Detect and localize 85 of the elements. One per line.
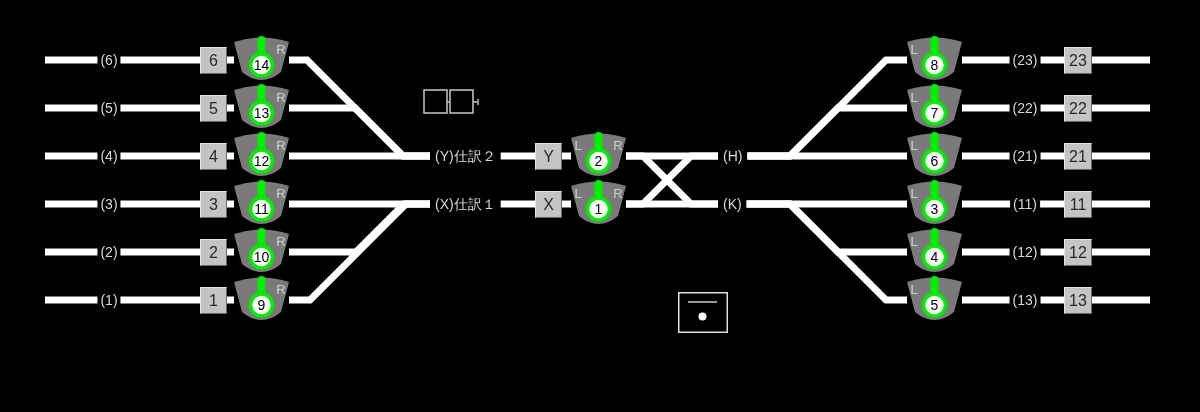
edge-label: (5) <box>97 100 121 116</box>
lever-position-letter: R <box>613 186 623 200</box>
edge-label: (3) <box>97 196 121 212</box>
lever-position-letter: R <box>276 42 286 56</box>
lever-position-letter: L <box>574 138 582 152</box>
lever-number: 5 <box>930 298 939 312</box>
track-line <box>562 200 571 208</box>
edge-label: (2) <box>97 244 121 260</box>
lever-position-letter: R <box>276 90 286 104</box>
track-label: (K) <box>718 195 747 213</box>
lever-number: 7 <box>930 106 939 120</box>
lever-switch <box>234 276 289 321</box>
track-line <box>746 200 907 304</box>
route-button: X <box>535 191 562 218</box>
lever-position-letter: L <box>910 282 918 296</box>
lever-number: 2 <box>594 154 603 168</box>
lever-position-letter: L <box>910 42 918 56</box>
route-button: 23 <box>1064 47 1092 74</box>
track-line <box>227 104 234 112</box>
route-button: 5 <box>200 95 227 122</box>
route-button: 4 <box>200 143 227 170</box>
route-button: 3 <box>200 191 227 218</box>
lever-position-letter: L <box>910 186 918 200</box>
route-button: 12 <box>1064 239 1092 266</box>
lever-number: 3 <box>930 202 939 216</box>
route-button: 21 <box>1064 143 1092 170</box>
lever-number: 1 <box>594 202 603 216</box>
lever-number: 10 <box>253 250 270 264</box>
edge-label: (1) <box>97 292 121 308</box>
track-label: (Y)仕訳２ <box>430 147 501 165</box>
track-label: (H) <box>718 147 748 165</box>
lever-position-letter: R <box>276 282 286 296</box>
route-button: 13 <box>1064 287 1092 314</box>
lever-position-letter: L <box>910 138 918 152</box>
route-button: Y <box>535 143 562 170</box>
lever-position-letter: R <box>276 186 286 200</box>
route-button: 2 <box>200 239 227 266</box>
route-button: 6 <box>200 47 227 74</box>
lever-position-letter: L <box>910 90 918 104</box>
lever-switch <box>234 36 289 81</box>
lever-switch <box>571 180 626 225</box>
lever-number: 8 <box>930 58 939 72</box>
lever-number: 13 <box>253 106 270 120</box>
lever-position-letter: R <box>613 138 623 152</box>
edge-label: (21) <box>1009 148 1041 164</box>
lever-number: 4 <box>930 250 939 264</box>
lever-number: 6 <box>930 154 939 168</box>
lever-switch <box>234 228 289 273</box>
lever-position-letter: L <box>910 234 918 248</box>
track-line <box>227 56 234 64</box>
track-line <box>227 248 234 256</box>
edge-label: (22) <box>1009 100 1041 116</box>
lever-number: 14 <box>253 58 270 72</box>
edge-label: (12) <box>1009 244 1041 260</box>
track-line <box>500 200 535 208</box>
track-line <box>227 200 234 208</box>
route-button: 1 <box>200 287 227 314</box>
lever-number: 11 <box>254 202 269 216</box>
track-line <box>227 152 234 160</box>
edge-label: (23) <box>1009 52 1041 68</box>
edge-label: (11) <box>1010 196 1040 212</box>
track-line <box>500 152 535 160</box>
lever-switch <box>907 180 962 225</box>
lever-switch <box>234 84 289 129</box>
lever-switch <box>571 132 626 177</box>
lever-switch <box>907 228 962 273</box>
lever-switch <box>234 180 289 225</box>
edge-label: (4) <box>97 148 121 164</box>
edge-label: (13) <box>1009 292 1041 308</box>
lever-number: 9 <box>257 298 266 312</box>
lever-switch <box>907 132 962 177</box>
edge-label: (6) <box>97 52 121 68</box>
route-button: 22 <box>1064 95 1092 122</box>
lever-switch <box>907 84 962 129</box>
lever-switch <box>907 36 962 81</box>
lever-switch <box>234 132 289 177</box>
lever-switch <box>907 276 962 321</box>
lever-number: 12 <box>253 154 270 168</box>
lever-position-letter: R <box>276 138 286 152</box>
lever-position-letter: L <box>574 186 582 200</box>
track-label: (X)仕訳１ <box>430 195 501 213</box>
track-line <box>227 296 234 304</box>
route-button: 11 <box>1064 191 1092 218</box>
track-line <box>562 152 571 160</box>
lever-position-letter: R <box>276 234 286 248</box>
